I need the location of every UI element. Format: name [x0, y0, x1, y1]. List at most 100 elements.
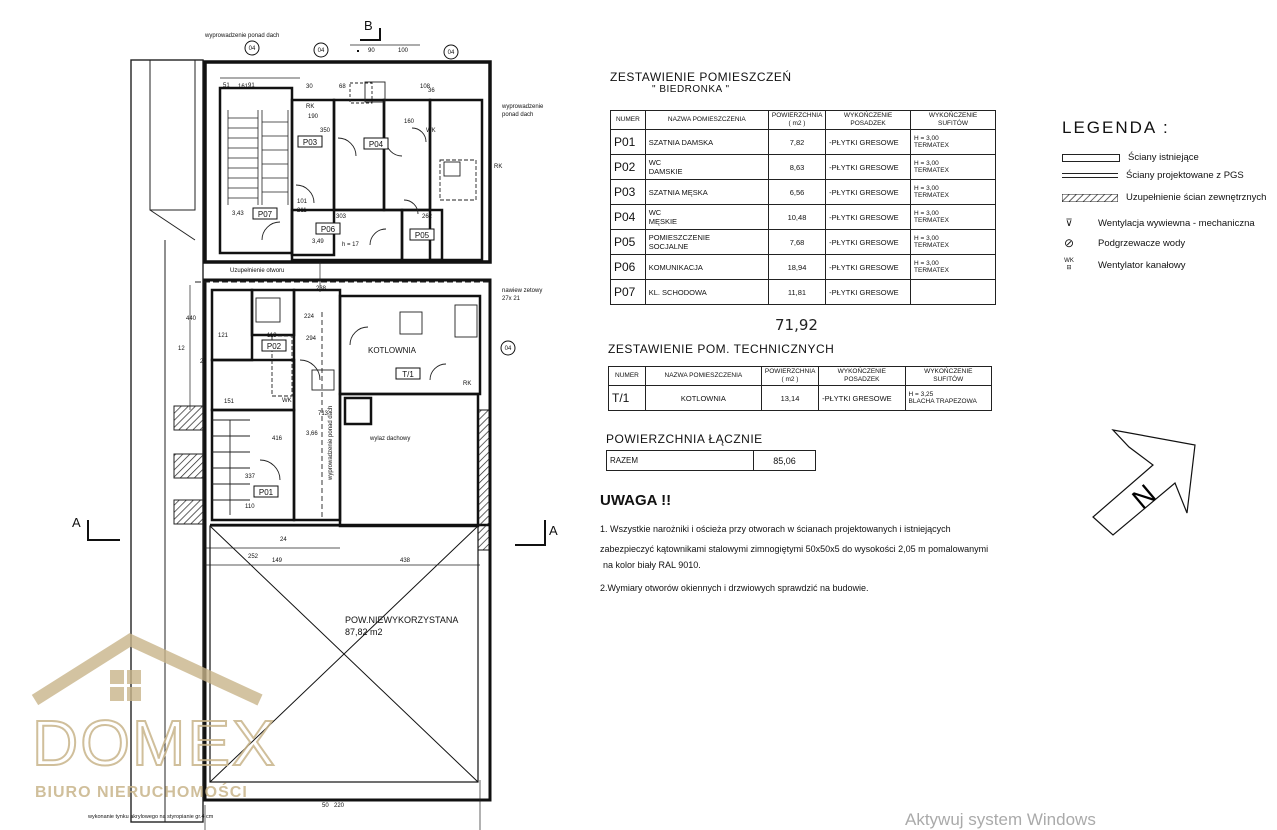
svg-text:211: 211 — [297, 208, 307, 214]
svg-text:121: 121 — [218, 333, 229, 339]
note-line-4: 2.Wymiary otworów okiennych i drzwiowych… — [600, 583, 869, 593]
svg-text:119: 119 — [267, 333, 277, 339]
svg-text:3,66: 3,66 — [306, 431, 318, 437]
svg-text:440: 440 — [186, 316, 197, 322]
table-row: P04 WC MĘSKIE 10,48 -PŁYTKI GRESOWE H = … — [610, 204, 996, 230]
svg-text:224: 224 — [304, 314, 315, 320]
pgs-wall-symbol — [1062, 173, 1118, 178]
rk-label: RK — [463, 381, 471, 387]
legend-item-duct-fan: WK⊟ Wentylator kanałowy — [1062, 258, 1185, 272]
legend-item-ventilation: ⊽ Wentylacja wywiewna - mechaniczna — [1062, 218, 1254, 229]
svg-text:108: 108 — [420, 84, 431, 90]
rk-label-2: RK — [494, 164, 502, 170]
table-row: P07 KL. SCHODOWA 11,81 -PŁYTKI GRESOWE — [610, 279, 996, 305]
svg-text:262: 262 — [422, 214, 433, 220]
svg-text:3,43: 3,43 — [232, 211, 244, 217]
room-tag-p01: P01 — [259, 488, 274, 497]
svg-text:04: 04 — [505, 346, 512, 352]
table-header-row: NUMER NAZWA POMIESZCZENIA POWIERZCHNIA (… — [608, 366, 993, 386]
svg-text:68: 68 — [339, 84, 346, 90]
table-header-row: NUMER NAZWA POMIESZCZENIA POWIERZCHNIA (… — [610, 110, 996, 130]
section-a-left: A — [72, 515, 81, 530]
room-tag-t1: T/1 — [402, 370, 414, 379]
table-row: P03 SZATNIA MĘSKA 6,56 -PŁYTKI GRESOWE H… — [610, 179, 996, 205]
svg-text:30: 30 — [306, 84, 313, 90]
total-value: 85,06 — [753, 450, 816, 471]
col-number: NUMER — [610, 110, 646, 130]
svg-text:04: 04 — [448, 50, 455, 56]
total-label: RAZEM — [606, 450, 754, 471]
unused-area — [209, 392, 480, 783]
staircase — [227, 110, 289, 205]
total-title: POWIERZCHNIA ŁĄCZNIE — [606, 432, 763, 446]
tech-table-title: ZESTAWIENIE POM. TECHNICZNYCH — [608, 342, 835, 356]
rooms-table: NUMER NAZWA POMIESZCZENIA POWIERZCHNIA (… — [610, 110, 996, 305]
notes-title: UWAGA !! — [600, 492, 672, 509]
svg-text:110: 110 — [245, 504, 255, 510]
domex-logo: DOMEX BIURO NIERUCHOMOŚCI — [31, 633, 276, 801]
table-row: P01 SZATNIA DAMSKA 7,82 -PŁYTKI GRESOWE … — [610, 129, 996, 155]
lower-rooms — [210, 288, 482, 522]
svg-text:220: 220 — [334, 803, 345, 809]
svg-text:12: 12 — [178, 346, 185, 352]
legend: LEGENDA : Ściany istniejące Ściany proje… — [1062, 118, 1277, 271]
legend-item-water-heater: ⊘ Podgrzewacze wody — [1063, 236, 1186, 250]
svg-text:100: 100 — [398, 48, 409, 54]
svg-text:337: 337 — [245, 474, 256, 480]
upper-rooms — [218, 86, 484, 262]
svg-text:3,49: 3,49 — [312, 239, 324, 245]
wk-label: WK — [426, 128, 436, 134]
note-line-2: zabezpieczyć kątownikami stalowymi zimno… — [600, 544, 989, 554]
svg-text:416: 416 — [272, 436, 283, 442]
boiler-room-label: KOTLOWNIA — [368, 346, 417, 355]
rooms-table-subtitle: " BIEDRONKA " — [652, 84, 730, 95]
svg-text:294: 294 — [306, 336, 317, 342]
col-ceiling: WYKOŃCZENIE SUFITÓW — [910, 110, 996, 130]
grid-bubbles — [244, 40, 516, 356]
hatch-symbol — [1062, 193, 1118, 202]
table-row: P06 KOMUNIKACJA 18,94 -PŁYTKI GRESOWE H … — [610, 254, 996, 280]
svg-text:04: 04 — [249, 46, 256, 52]
water-heater-icon: ⊘ — [1063, 236, 1075, 250]
north-arrow-icon: N — [1092, 429, 1196, 536]
svg-text:04: 04 — [318, 48, 325, 54]
room-tag-p05: P05 — [415, 231, 430, 240]
dimension-lines — [189, 44, 481, 830]
svg-text:303: 303 — [336, 214, 347, 220]
svg-text:h = 17: h = 17 — [342, 242, 360, 248]
rooms-table-title: ZESTAWIENIE POMIESZCZEŃ — [610, 70, 792, 84]
svg-text:151: 151 — [224, 399, 235, 405]
svg-text:160: 160 — [404, 119, 415, 125]
total-table: RAZEM 85,06 — [606, 450, 816, 471]
door-swings-upper — [261, 81, 477, 246]
insulation-note: wykonanie tynku akrylowego na styropiani… — [87, 814, 214, 820]
room-tag-p07: P07 — [258, 210, 273, 219]
room-tags: P07 P03 P04 P06 P05 P02 P01 T/1 — [252, 135, 435, 498]
legend-item-external-fill: Uzupełnienie ścian zewnętrznych — [1062, 192, 1266, 203]
vent-roof-label: wyprowadzenie ponad dach — [204, 33, 279, 39]
lower-details — [195, 281, 490, 520]
room-tag-p04: P04 — [369, 140, 384, 149]
vent-roof-label-3: wyprowadzenie ponad dach — [328, 406, 334, 481]
col-area: POWIERZCHNIA ( m2 ) — [767, 110, 827, 130]
tech-table: NUMER NAZWA POMIESZCZENIA POWIERZCHNIA (… — [608, 366, 993, 411]
svg-text:91: 91 — [248, 83, 255, 89]
svg-text:161: 161 — [238, 84, 249, 90]
note-line-3: na kolor biały RAL 9010. — [603, 560, 701, 570]
svg-text:238: 238 — [316, 286, 327, 292]
plan-main-labels: KOTLOWNIA POW.NIEWYKORZYSTANA 87,82 m2 A… — [72, 18, 558, 637]
section-a-right: A — [549, 523, 558, 538]
unused-area-value: 87,82 m2 — [345, 627, 383, 637]
roof-hatch-label: wylaz dachowy — [369, 436, 410, 442]
col-floor: WYKOŃCZENIE POSADZEK — [825, 110, 912, 130]
col-name: NAZWA POMIESZCZENIA — [644, 110, 769, 130]
table-row: P05 POMIESZCZENIE SOCJALNE 7,68 -PŁYTKI … — [610, 229, 996, 255]
duct-fan-icon: WK⊟ — [1064, 258, 1074, 271]
wk-label-2: WK — [282, 398, 292, 404]
svg-text:90: 90 — [368, 48, 375, 54]
windows-activation-text: Aktywuj system Windows — [905, 810, 1096, 829]
